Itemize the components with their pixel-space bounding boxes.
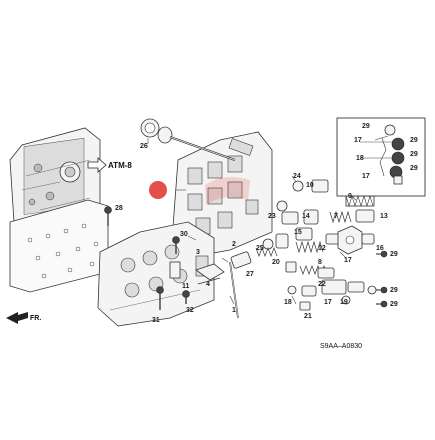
- atm-reference-arrow: [87, 157, 107, 173]
- callout-11: 11: [182, 283, 190, 290]
- callout-16: 16: [376, 245, 384, 252]
- spool-valves-right: [262, 179, 375, 254]
- callout-7: 7: [334, 213, 338, 220]
- callout-19: 19: [340, 299, 348, 306]
- callout-3: 3: [196, 249, 200, 256]
- callout-14: 14: [302, 213, 310, 220]
- callout-27: 27: [246, 271, 254, 278]
- callout-inset-18: 18: [356, 155, 364, 162]
- long-shaft-rod: [229, 261, 239, 319]
- bolts-left: [104, 206, 190, 310]
- callout-inset-17a: 17: [354, 137, 362, 144]
- atm-reference-label: ATM-8: [108, 161, 132, 170]
- callout-8: 8: [318, 259, 322, 266]
- front-direction-arrow: [6, 312, 28, 324]
- front-reference-label: FR.: [30, 315, 41, 322]
- callout-17a: 17: [344, 257, 352, 264]
- callout-29b: 29: [390, 287, 398, 294]
- callout-21: 21: [304, 313, 312, 320]
- callout-17b: 17: [324, 299, 332, 306]
- detent-bracket-assembly: [169, 261, 225, 285]
- callout-31: 31: [152, 317, 160, 324]
- callout-24: 24: [293, 173, 301, 180]
- highlight-marker: [149, 181, 167, 199]
- callout-30: 30: [180, 231, 188, 238]
- callout-28: 28: [115, 205, 123, 212]
- lower-right-valve-chain: [230, 225, 377, 311]
- leader-lines: [147, 135, 389, 305]
- callout-inset-29a: 29: [362, 123, 370, 130]
- callout-inset-29c: 29: [410, 151, 418, 158]
- callout-25: 25: [256, 245, 264, 252]
- callout-15: 15: [294, 229, 302, 236]
- accumulator-piston-assembly: [140, 118, 254, 161]
- callout-inset-29b: 29: [410, 137, 418, 144]
- callout-4: 4: [206, 281, 210, 288]
- callout-18: 18: [284, 299, 292, 306]
- inset-detail-box: [336, 117, 426, 197]
- main-valve-body: [97, 221, 215, 327]
- callout-1: 1: [232, 307, 236, 314]
- callout-labels: 26 24 10 9 23 14 7 13 25 15 12 16 17 20 …: [115, 123, 418, 324]
- diagram-code: S9AA–A0830: [320, 343, 362, 350]
- callout-9: 9: [348, 193, 352, 200]
- upper-valve-body: [171, 131, 273, 259]
- callout-23: 23: [268, 213, 276, 220]
- callout-inset-17b: 17: [362, 173, 370, 180]
- bolts-right: [376, 250, 388, 308]
- callout-12: 12: [318, 245, 326, 252]
- callout-10: 10: [306, 182, 314, 189]
- callout-20: 20: [272, 259, 280, 266]
- callout-13: 13: [380, 213, 388, 220]
- callout-22: 22: [318, 281, 326, 288]
- callout-32: 32: [186, 307, 194, 314]
- separator-plate: [9, 199, 109, 293]
- callout-26: 26: [140, 143, 148, 150]
- callout-inset-29d: 29: [410, 165, 418, 172]
- transmission-case-plate: [9, 127, 101, 231]
- callout-29a: 29: [390, 251, 398, 258]
- callout-2: 2: [232, 241, 236, 248]
- callout-29c: 29: [390, 301, 398, 308]
